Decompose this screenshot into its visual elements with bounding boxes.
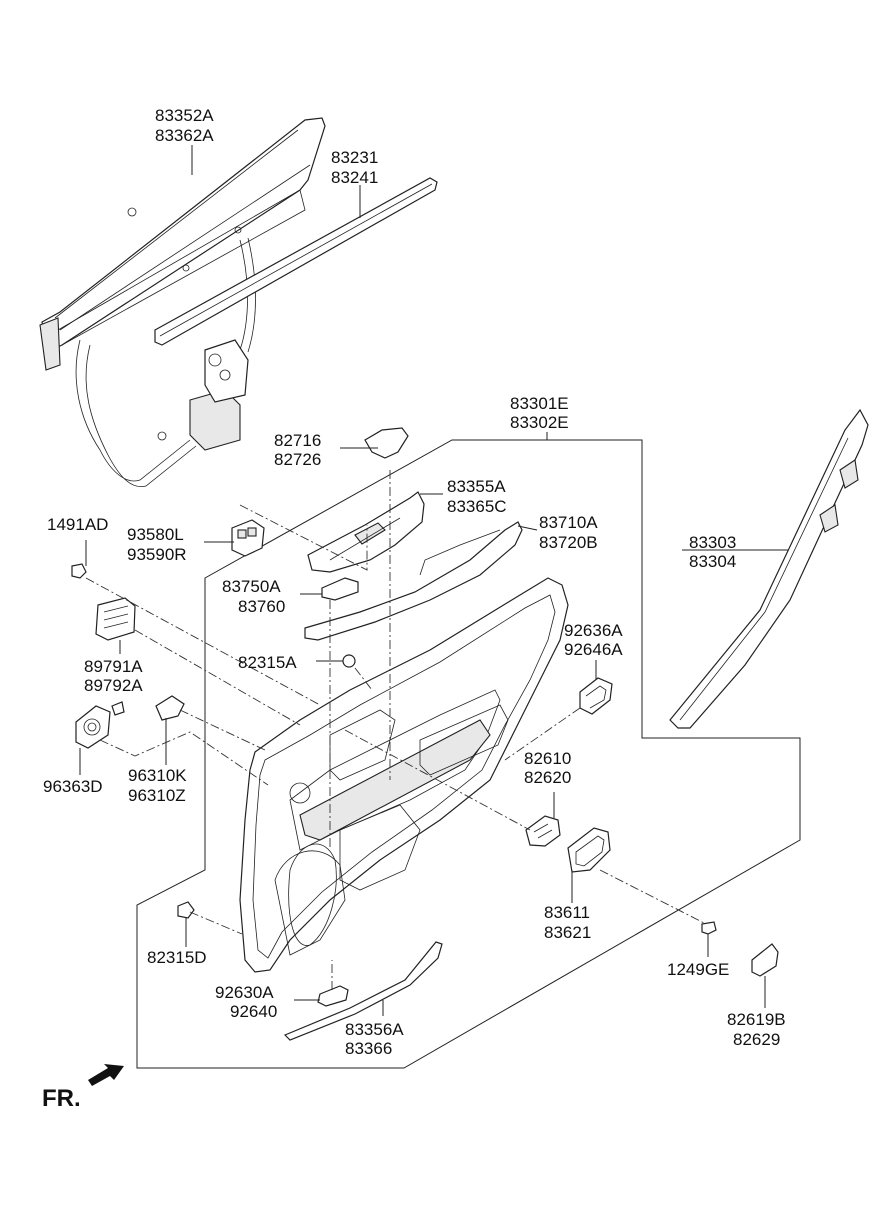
label-92646A: 92646A [564,640,623,659]
window-regulator [39,117,326,487]
label-96363D: 96363D [43,777,103,796]
label-83750A: 83750A [222,577,281,596]
door-belt-rail [154,177,438,346]
label-83304: 83304 [689,552,736,571]
handle-housing [567,827,611,873]
screw-cap [751,943,779,977]
label-1491AD: 1491AD [47,515,108,534]
front-arrow-icon [88,1064,124,1086]
pull-cup [321,577,359,601]
label-1249GE: 1249GE [667,960,729,979]
label-83365C: 83365C [447,497,507,516]
label-96310Z: 96310Z [128,786,186,805]
front-direction-label: FR. [42,1085,81,1112]
label-83760: 83760 [238,597,285,616]
label-83356A: 83356A [345,1020,404,1039]
label-89791A: 89791A [84,657,143,676]
label-83621: 83621 [544,923,591,942]
label-82619B: 82619B [727,1010,786,1029]
tweeter [155,695,185,721]
label-92636A: 92636A [564,621,623,640]
label-92630A: 92630A [215,983,274,1002]
clip [71,563,87,579]
armrest [304,521,523,641]
label-92640: 92640 [230,1002,277,1021]
label-83366: 83366 [345,1039,392,1058]
label-96310K: 96310K [128,766,187,785]
door-garnish-strip [669,408,869,729]
fastener-a [342,654,356,668]
label-83301E: 83301E [510,394,569,413]
label-83720B: 83720B [539,533,598,552]
fastener-d [177,901,195,919]
label-83710A: 83710A [539,513,598,532]
label-83355A: 83355A [447,477,506,496]
courtesy-lamp [579,677,613,715]
lower-trim-strip [283,941,443,1041]
label-83352A: 83352A [155,106,214,125]
screw [701,921,717,935]
label-83241: 83241 [331,168,378,187]
label-83303: 83303 [689,533,736,552]
label-89792A: 89792A [84,676,143,695]
door-module [95,597,136,641]
inside-handle [525,815,561,847]
label-83231: 83231 [331,148,378,167]
label-82610: 82610 [524,749,571,768]
window-switch [231,519,265,557]
label-83611: 83611 [544,903,590,922]
dashed-connectors [85,470,707,990]
label-82315D: 82315D [147,948,207,967]
part-labels: 83352A 83362A 83231 83241 83301E 83302E … [42,106,786,1112]
label-82726: 82726 [274,450,321,469]
label-83362A: 83362A [155,126,214,145]
label-93580L: 93580L [127,525,184,544]
label-83302E: 83302E [510,413,569,432]
speaker [75,701,125,749]
label-82315A: 82315A [238,653,297,672]
label-82716: 82716 [274,431,321,450]
label-82629: 82629 [733,1030,780,1049]
assembly-outline [136,439,801,1069]
door-trim-panel [239,577,569,973]
label-82620: 82620 [524,768,571,787]
label-93590R: 93590R [127,545,187,564]
lower-lamp [317,985,349,1007]
cap-cover [364,427,409,459]
leader-lines [79,145,788,1016]
